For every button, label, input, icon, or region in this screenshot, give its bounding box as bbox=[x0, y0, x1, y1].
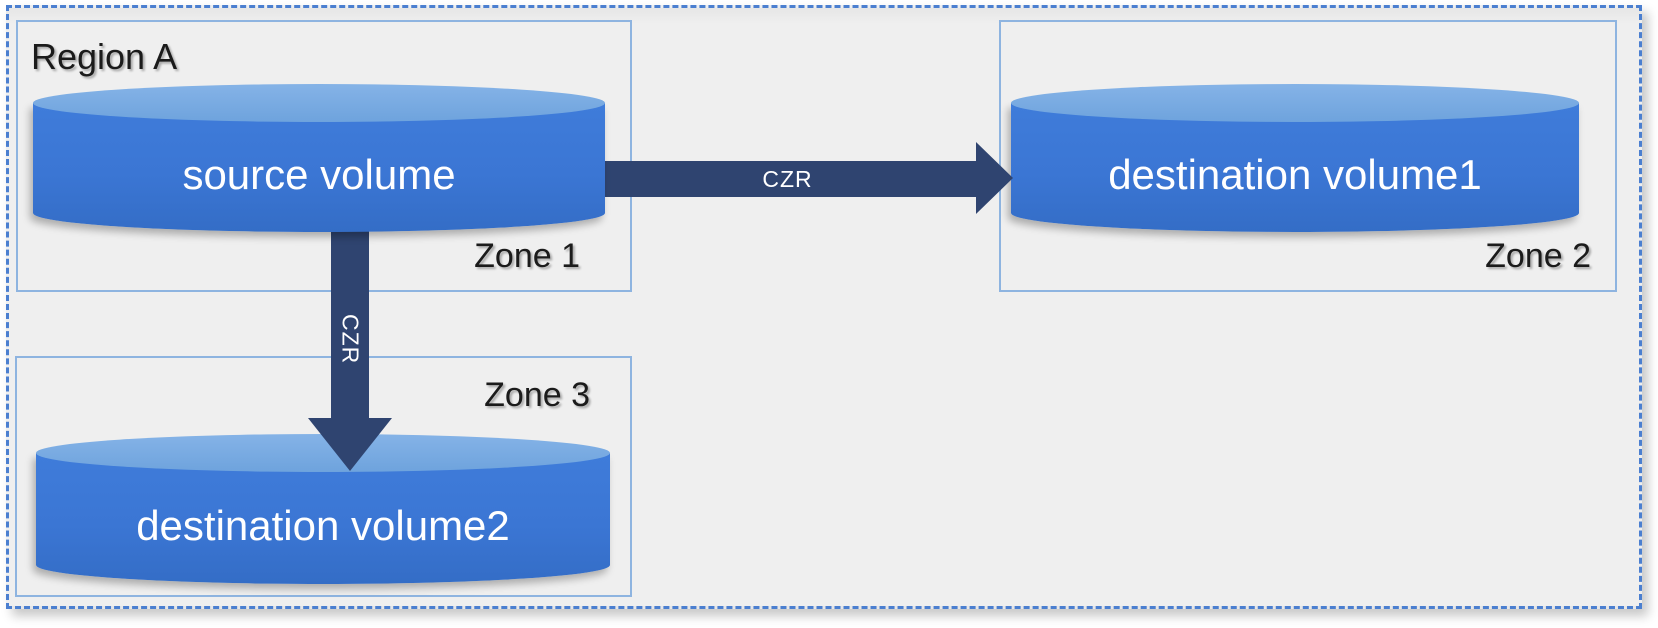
region-a-container: Region A Zone 1 Zone 2 Zone 3 CZR CZR so… bbox=[6, 5, 1642, 609]
region-label: Region A bbox=[31, 36, 178, 77]
czr-arrow-horizontal-label: CZR bbox=[762, 165, 813, 192]
source-volume-label: source volume bbox=[182, 150, 456, 198]
destination-volume1-cylinder-body: destination volume1 bbox=[1011, 103, 1579, 232]
destination-volume1-cylinder-top bbox=[1011, 84, 1579, 122]
destination-volume2-cylinder-body: destination volume2 bbox=[36, 453, 610, 584]
zone-1-box: Zone 1 bbox=[16, 20, 632, 292]
destination-volume1-label: destination volume1 bbox=[1108, 150, 1482, 198]
zone-1-label: Zone 1 bbox=[474, 237, 580, 275]
destination-volume2-label: destination volume2 bbox=[136, 501, 510, 549]
czr-arrow-vertical-head-icon bbox=[308, 418, 392, 471]
source-volume-cylinder-icon: source volume bbox=[33, 84, 605, 232]
czr-arrow-vertical-label: CZR bbox=[337, 314, 364, 365]
czr-arrow-vertical: CZR bbox=[331, 214, 369, 419]
source-volume-cylinder-body: source volume bbox=[33, 103, 605, 232]
czr-arrow-horizontal-head-icon bbox=[976, 142, 1013, 214]
zone-2-label: Zone 2 bbox=[1485, 237, 1591, 275]
zone-3-label: Zone 3 bbox=[484, 376, 590, 414]
source-volume-cylinder-top bbox=[33, 84, 605, 122]
zone-3-box: Zone 3 bbox=[15, 356, 632, 597]
destination-volume1-cylinder-icon: destination volume1 bbox=[1011, 84, 1579, 232]
czr-arrow-horizontal: CZR bbox=[599, 161, 976, 197]
